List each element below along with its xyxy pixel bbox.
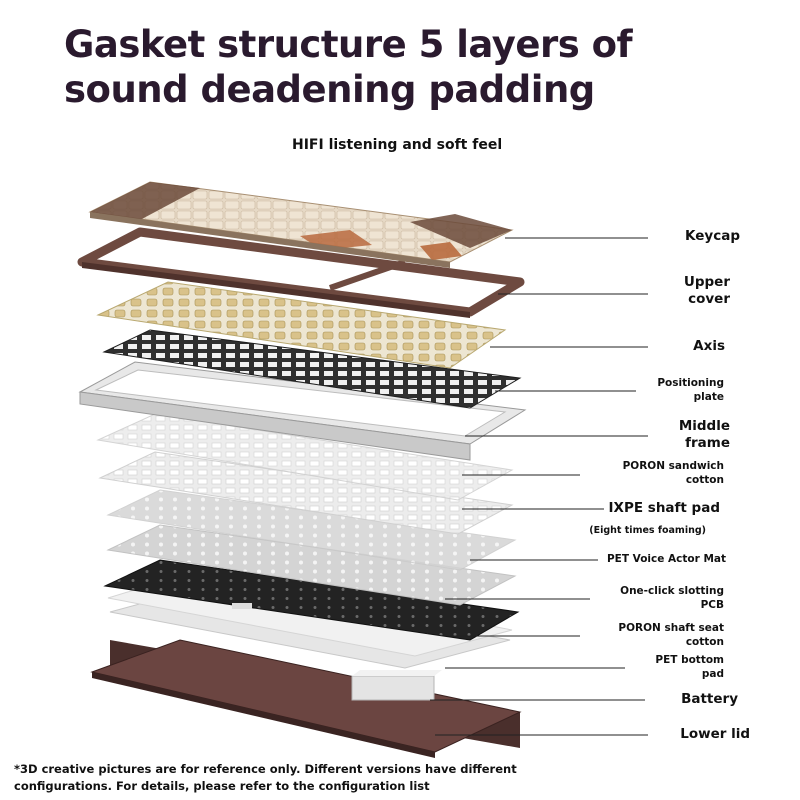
positioning-plate-layer xyxy=(102,329,522,409)
callout-positioning-plate: Positioning plate xyxy=(657,377,724,403)
callout-axis: Axis xyxy=(693,338,725,354)
page-title: Gasket structure 5 layers of sound deade… xyxy=(64,23,633,111)
pcb-layer xyxy=(103,559,520,641)
upper-cover-layer xyxy=(77,227,525,318)
callout-keycap: Keycap xyxy=(685,228,740,244)
page-subtitle: HIFI listening and soft feel xyxy=(292,137,503,153)
callout-ixpe-note: (Eight times foaming) xyxy=(589,525,706,536)
pet-voice-mat-layer xyxy=(106,524,517,606)
poron-sandwich-layer xyxy=(98,451,514,535)
callout-ixpe-shaft-pad: IXPE shaft pad xyxy=(608,500,720,516)
switches-layer xyxy=(96,281,507,369)
callout-upper-cover: Upper cover xyxy=(683,274,730,307)
leader-lines xyxy=(430,237,648,736)
callout-lower-lid: Lower lid xyxy=(680,726,750,742)
callout-poron-shaft-seat: PORON shaft seat cotton xyxy=(618,622,724,648)
callout-battery: Battery xyxy=(681,691,738,707)
keycaps-layer xyxy=(88,181,514,268)
lower-lid-layer xyxy=(90,639,522,758)
callout-pcb: One-click slotting PCB xyxy=(620,585,724,611)
footnote-disclaimer: *3D creative pictures are for reference … xyxy=(14,762,517,793)
callout-middle-frame: Middle frame xyxy=(678,418,730,451)
callout-pet-voice-mat: PET Voice Actor Mat xyxy=(606,553,726,565)
callout-pet-bottom-pad: PET bottom pad xyxy=(655,654,724,680)
middle-frame-layer xyxy=(78,361,527,461)
callout-poron-sandwich: PORON sandwich cotton xyxy=(622,460,724,486)
ixpe-shaft-pad-layer xyxy=(106,489,517,571)
battery-block xyxy=(351,675,435,701)
